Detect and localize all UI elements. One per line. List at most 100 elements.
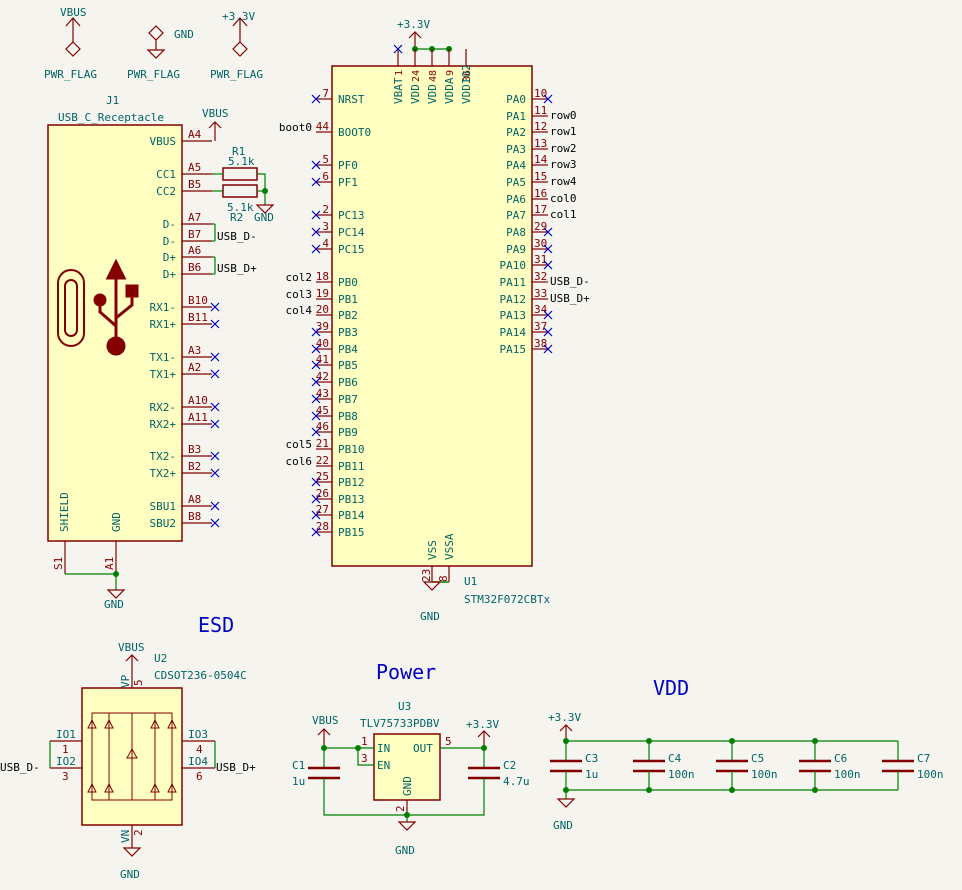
j1-gnd-label: GND (104, 598, 124, 611)
j1-pin-number: B6 (188, 261, 201, 274)
no-connect-marker (311, 494, 321, 504)
cap-value: 100n (751, 768, 778, 781)
no-connect-marker (543, 327, 553, 337)
no-connect-marker (210, 369, 220, 379)
u3-pin-in: IN (377, 742, 390, 755)
no-connect-marker (311, 160, 321, 170)
j1-pin-number: A8 (188, 493, 201, 506)
esd-net-right: USB_D+ (216, 761, 256, 774)
u1-left-pin-name: PB14 (338, 509, 365, 522)
j1-pin-number: B5 (188, 178, 201, 191)
c1-ref: C1 (292, 759, 305, 772)
u1-top-pin-name: VDD (426, 84, 439, 104)
u3-ref: U3 (398, 700, 411, 713)
u1-right-net-label: row3 (550, 158, 577, 171)
j1-value: USB_C_Receptacle (58, 111, 164, 124)
r2-value: 5.1k (227, 201, 254, 214)
u3-pin-num-3: 3 (361, 752, 368, 765)
gnd-symbol (122, 847, 142, 857)
j1-pin-name: TX1- (150, 351, 177, 364)
j1-pin-name: RX2- (150, 401, 177, 414)
power-flags: VBUS PWR_FLAG GND PWR_FLAG +3.3V PWR_FLA… (44, 6, 263, 81)
r1-value: 5.1k (228, 155, 255, 168)
u1-right-pin-name: PA9 (506, 243, 526, 256)
junction-dot (646, 787, 652, 793)
u2-right-pin-number: 6 (196, 770, 203, 783)
j1-pin-name: CC1 (156, 168, 176, 181)
u1-right-pin-name: PA7 (506, 209, 526, 222)
vdd-title: VDD (653, 676, 689, 700)
u1-left-pin-number: 6 (322, 170, 329, 183)
no-connect-marker (543, 310, 553, 320)
no-connect-marker (543, 227, 553, 237)
j1-pin-gnd: GND (110, 512, 123, 532)
c2-value: 4.7u (503, 775, 530, 788)
j1-pin-name: D+ (163, 251, 177, 264)
u1-top-pin-number: 1 (394, 70, 405, 76)
u1-right-pin-name: PA5 (506, 176, 526, 189)
u1-right-pin-name: PA8 (506, 226, 526, 239)
u1-right-pin-number: 37 (534, 320, 547, 333)
u1-right-pin-name: PA2 (506, 126, 526, 139)
j1-pin-name: SBU2 (150, 517, 177, 530)
u2-ref: U2 (154, 652, 167, 665)
u2-vn-name: VN (119, 830, 132, 843)
u1-top-pin-number: 48 (428, 70, 439, 82)
j1-pin-shield: SHIELD (58, 492, 71, 532)
esd-vbus-label: VBUS (118, 641, 145, 654)
u1-right-pin-number: 38 (534, 337, 547, 350)
u1-left-pin-name: PB9 (338, 426, 358, 439)
flag-net-3v3: +3.3V (222, 10, 255, 23)
flag-net-gnd: GND (174, 28, 194, 41)
u3-pin-num-5: 5 (445, 735, 452, 748)
j1-pin-name: VBUS (150, 135, 177, 148)
u1-left-net-label: col4 (286, 304, 313, 317)
j1-pin-name: CC2 (156, 185, 176, 198)
power-title: Power (376, 660, 436, 684)
u2-vp-name: VP (119, 674, 132, 688)
u2-right-pin-name: IO4 (188, 755, 208, 768)
u1-left-net-label: col2 (286, 271, 313, 284)
u2-right-pin-number: 4 (196, 743, 203, 756)
u1-supply-label: +3.3V (397, 18, 430, 31)
u2-left-pin-number: 1 (62, 743, 69, 756)
junction-dot (812, 738, 818, 744)
j1-usb-dp-label: USB_D+ (217, 262, 257, 275)
u1-right-pin-number: 32 (534, 270, 547, 283)
j1-pin-number: A10 (188, 394, 208, 407)
u1-right-pin-number: 33 (534, 287, 547, 300)
no-connect-marker (543, 94, 553, 104)
no-connect-marker (311, 210, 321, 220)
no-connect-marker (210, 352, 220, 362)
no-connect-marker (210, 419, 220, 429)
u1-left-pin-number: 5 (322, 153, 329, 166)
u1-left-pin-name: PF0 (338, 159, 358, 172)
no-connect-marker (311, 394, 321, 404)
cap-ref: C3 (585, 752, 598, 765)
no-connect-marker (311, 360, 321, 370)
j1-pin-number: B7 (188, 228, 201, 241)
esd-title: ESD (198, 613, 234, 637)
u1-right-pin-number: 14 (534, 153, 548, 166)
j1-pin-num-s1: S1 (52, 557, 65, 570)
u1-left-pin-name: PB8 (338, 410, 358, 423)
j1-pin-number: A5 (188, 161, 201, 174)
u1-right-pin-name: PA13 (500, 309, 527, 322)
no-connect-marker (311, 510, 321, 520)
junction-dot (812, 787, 818, 793)
c2-ref: C2 (503, 759, 516, 772)
u1-right-pin-number: 30 (534, 237, 547, 250)
u1-left-net-label: col6 (286, 455, 313, 468)
ldo-vout-label: +3.3V (466, 718, 499, 731)
esd-net-left: USB_D- (0, 761, 40, 774)
u1-left-pin-name: PB11 (338, 460, 365, 473)
u1-bottom-pin-number: 8 (437, 575, 450, 582)
u1-left-net-label: col3 (286, 288, 313, 301)
u1-bottom-pin-number: 23 (420, 569, 433, 582)
u1-left-net-label: boot0 (279, 121, 312, 134)
no-connect-marker (311, 327, 321, 337)
j1-pin-name: TX2+ (150, 467, 177, 480)
tvs-diode-array-icon (87, 712, 177, 801)
r1-gnd-wire (257, 173, 266, 205)
junction-dot (262, 188, 268, 194)
